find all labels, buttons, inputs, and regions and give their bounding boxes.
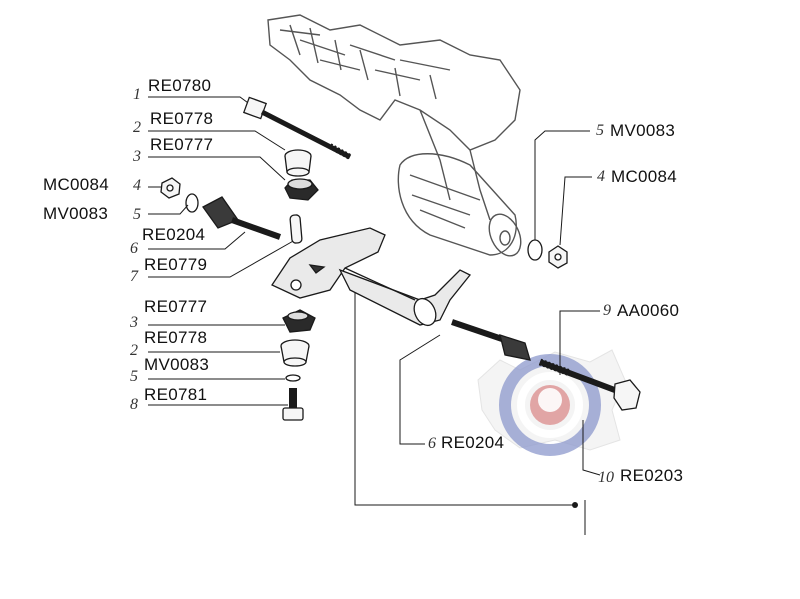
pin-re0204-left <box>202 196 282 240</box>
callout-number: 10 <box>598 469 614 486</box>
nut-mc0084-right <box>548 245 568 269</box>
callout-number: 2 <box>130 342 138 359</box>
part-code-label: AA0060 <box>617 301 680 320</box>
callout-number: 1 <box>133 86 141 103</box>
rubber-re0777-lower <box>282 309 316 333</box>
callout-number: 4 <box>597 168 605 185</box>
part-code-label: MV0083 <box>144 355 210 374</box>
part-code-label: MC0084 <box>611 167 678 186</box>
engine-block-sketch <box>267 14 522 257</box>
part-code-label: RE0203 <box>620 466 684 485</box>
parts <box>160 96 641 421</box>
part-code-label: RE0781 <box>144 385 208 404</box>
callout-number: 3 <box>133 148 141 165</box>
watermark-logo <box>477 349 626 456</box>
nut-mc0084-left <box>160 177 181 199</box>
bushing-re0778-lower <box>280 339 310 367</box>
rubber-re0777-top <box>284 178 319 201</box>
callout-number: 6 <box>130 240 138 257</box>
part-code-label: RE0204 <box>441 433 505 452</box>
part-code-label: MV0083 <box>610 121 676 140</box>
callout-number: 9 <box>603 302 611 319</box>
part-code-label: MV0083 <box>43 204 109 223</box>
callout-number: 7 <box>130 268 138 285</box>
pin-re0204-right <box>451 319 531 361</box>
callout-number: 3 <box>130 314 138 331</box>
callout-number: 5 <box>596 122 604 139</box>
part-code-label: RE0780 <box>148 76 212 95</box>
callout-number: 5 <box>133 206 141 223</box>
callout-number: 2 <box>133 119 141 136</box>
callout-number: 6 <box>428 435 436 452</box>
part-code-label: RE0778 <box>150 109 214 128</box>
bolt-re0781 <box>282 388 304 421</box>
part-code-label: MC0084 <box>43 175 110 194</box>
part-code-label: RE0779 <box>144 255 208 274</box>
washer-mv0083-lower <box>285 374 301 382</box>
bolt-re0780 <box>242 96 352 160</box>
part-code-label: RE0777 <box>150 135 214 154</box>
control-arm <box>271 227 472 327</box>
callout-number: 5 <box>130 368 138 385</box>
part-code-label: RE0204 <box>142 225 206 244</box>
bushing-re0778-top <box>284 149 312 177</box>
washer-mv0083-right <box>527 239 543 261</box>
part-code-label: RE0778 <box>144 328 208 347</box>
leader-lines <box>148 96 601 535</box>
callout-number: 4 <box>133 177 141 194</box>
washer-mv0083-left <box>185 193 199 213</box>
callout-number: 8 <box>130 396 138 413</box>
bolt-aa0060 <box>538 358 641 411</box>
pin-re0779 <box>289 214 303 244</box>
part-code-label: RE0777 <box>144 297 208 316</box>
